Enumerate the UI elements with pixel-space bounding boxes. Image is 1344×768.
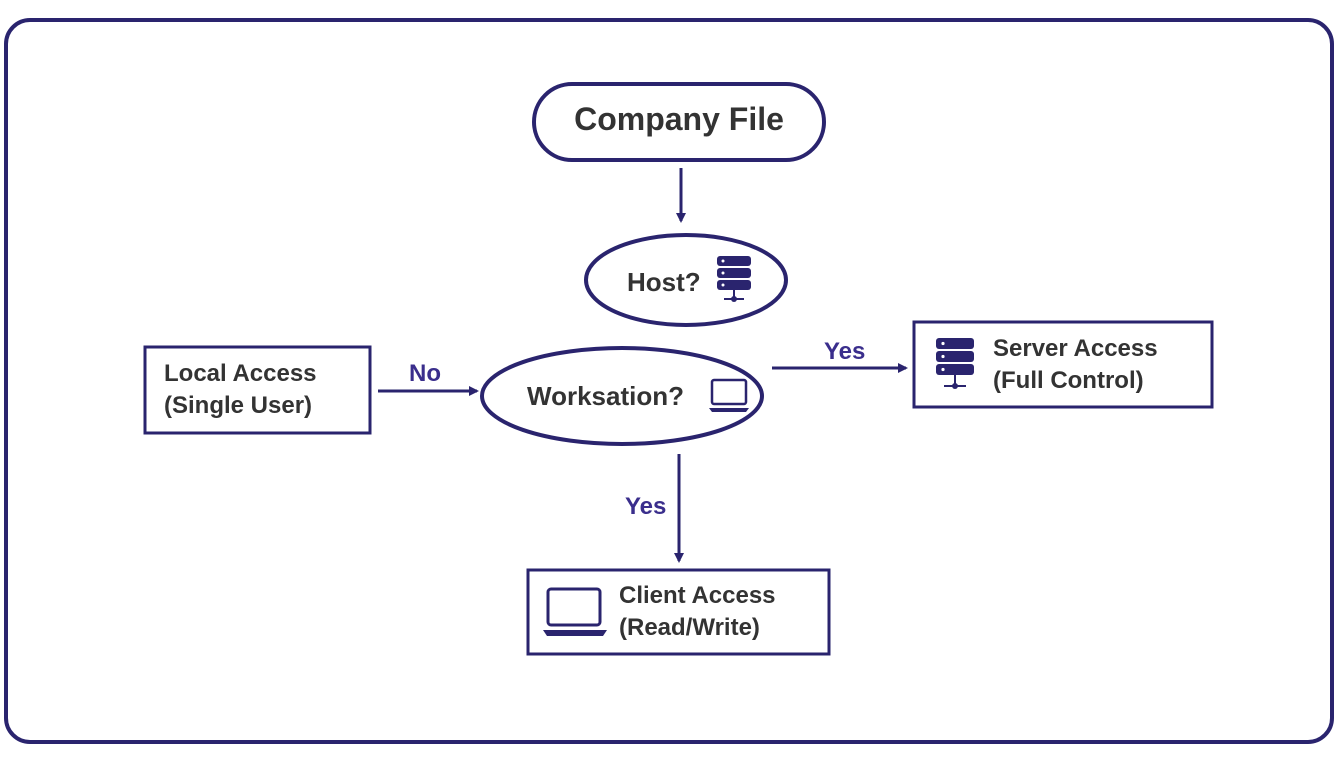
local-access-title: Local Access xyxy=(164,360,317,387)
host-decision-label: Host? xyxy=(627,267,701,297)
client-access-title: Client Access xyxy=(619,582,776,609)
local-access-text: Local Access (Single User) xyxy=(164,358,317,422)
server-icon xyxy=(717,256,751,302)
workstation-decision-shape xyxy=(480,346,764,446)
server-access-title: Server Access xyxy=(993,335,1158,362)
client-access-text: Client Access (Read/Write) xyxy=(619,580,776,644)
edge-label-yes-server: Yes xyxy=(824,338,866,365)
server-access-text: Server Access (Full Control) xyxy=(993,333,1158,397)
start-node-shape xyxy=(532,82,826,162)
laptop-icon xyxy=(709,378,749,412)
local-access-box xyxy=(143,345,372,435)
client-access-subtitle: (Read/Write) xyxy=(619,614,760,641)
client-access-box xyxy=(526,568,831,656)
server-access-subtitle: (Full Control) xyxy=(993,367,1144,394)
server-icon xyxy=(936,338,974,389)
edge-label-yes-client: Yes xyxy=(625,493,667,520)
edge-label-no: No xyxy=(409,360,441,387)
laptop-icon xyxy=(543,587,607,636)
local-access-subtitle: (Single User) xyxy=(164,392,313,419)
workstation-decision-label: Worksation? xyxy=(527,381,684,411)
start-node-label: Company File xyxy=(574,101,784,137)
